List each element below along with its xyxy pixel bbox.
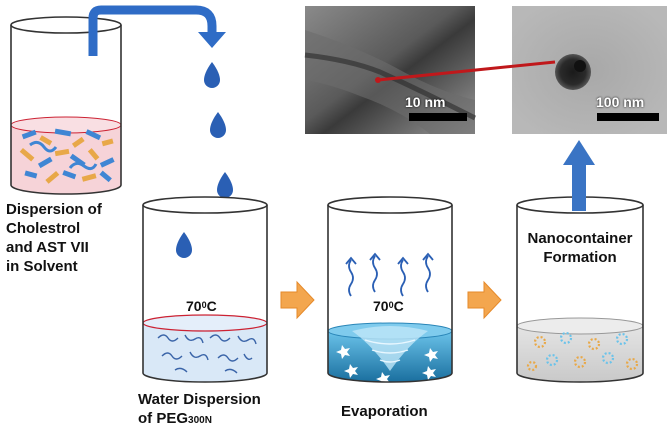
beaker-product (516, 196, 644, 383)
label-step2-peg: of PEG (138, 410, 189, 427)
pour-arrow-head (198, 32, 226, 48)
temp-degree: 0 (388, 300, 394, 310)
label-step4: Nanocontainer Formation (517, 229, 643, 267)
label-step1-line1: Dispersion of (6, 201, 102, 218)
droplets (176, 62, 233, 258)
tem-micrograph-right (512, 6, 667, 134)
label-step4-line2: Formation (543, 249, 617, 266)
beaker-rim (327, 196, 453, 214)
drop-4 (176, 232, 192, 258)
label-step1-line3: and AST VII (6, 239, 89, 256)
label-step1: Dispersion of Cholestrol and AST VII in … (6, 200, 102, 276)
scale-label-left: 10 nm (405, 94, 446, 110)
beaker-water (142, 196, 268, 383)
product-liquid (517, 326, 643, 382)
up-arrow (563, 140, 595, 211)
pour-pipe (88, 5, 226, 56)
drop-2 (210, 112, 226, 138)
label-step2-line2: of PEG300N (138, 409, 261, 430)
peg-chains (157, 334, 257, 374)
arrow-step-2-to-3 (280, 280, 315, 320)
process-arrows (280, 280, 502, 320)
vortex (352, 326, 428, 371)
temp-unit: C (393, 298, 404, 314)
temp-degree: 0 (201, 300, 207, 310)
water-liquid (143, 323, 267, 382)
scale-bar-right (597, 113, 659, 121)
nanoparticle (555, 54, 591, 90)
temperature-label-water: 700C (186, 298, 217, 314)
label-step4-line1: Nanocontainer (527, 230, 633, 247)
beaker-evaporation (327, 196, 453, 386)
pointer-line (375, 60, 556, 83)
scale-bar-left (409, 113, 467, 121)
temp-unit: C (206, 298, 217, 314)
label-step2: Water Dispersion of PEG300N (138, 390, 261, 430)
arrow-step-3-to-4 (467, 280, 502, 320)
drop-3 (217, 172, 233, 198)
drop-1 (204, 62, 220, 88)
label-step1-line4: in Solvent (6, 258, 78, 275)
tem-micrograph-left (304, 6, 477, 134)
label-step3: Evaporation (341, 403, 428, 420)
temp-value: 70 (373, 298, 389, 314)
temperature-label-evaporation: 700C (373, 298, 404, 314)
beaker-rim (10, 16, 122, 34)
scale-label-right: 100 nm (596, 94, 645, 110)
label-step1-line2: Cholestrol (6, 220, 81, 237)
beaker-solvent (10, 16, 122, 195)
vapor-arrows (345, 252, 434, 297)
cholesterol-crystals (19, 128, 115, 184)
nanocontainers (526, 331, 639, 372)
label-step2-subscript: 300N (188, 415, 212, 426)
vesicle-stars (336, 345, 438, 386)
label-step2-line1: Water Dispersion (138, 391, 261, 408)
temp-value: 70 (186, 298, 202, 314)
beaker-rim (142, 196, 268, 214)
